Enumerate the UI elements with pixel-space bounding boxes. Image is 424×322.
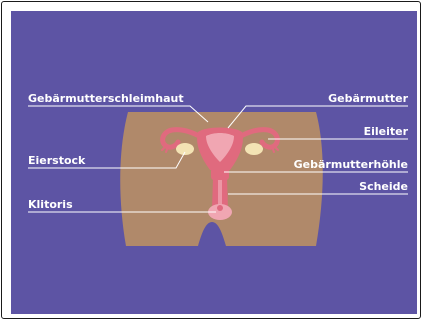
label-uterine-cavity: Gebärmutterhöhle	[294, 158, 408, 171]
left-ovary	[176, 143, 194, 155]
label-uterus: Gebärmutter	[328, 92, 408, 105]
label-clitoris: Klitoris	[28, 198, 73, 211]
label-fallopian-tube: Eileiter	[364, 125, 409, 138]
label-vagina: Scheide	[359, 180, 408, 193]
clitoris-shape	[217, 205, 223, 211]
label-endometrium: Gebärmutterschleimhaut	[28, 92, 184, 105]
label-ovary: Eierstock	[28, 154, 86, 167]
right-ovary	[245, 143, 263, 155]
